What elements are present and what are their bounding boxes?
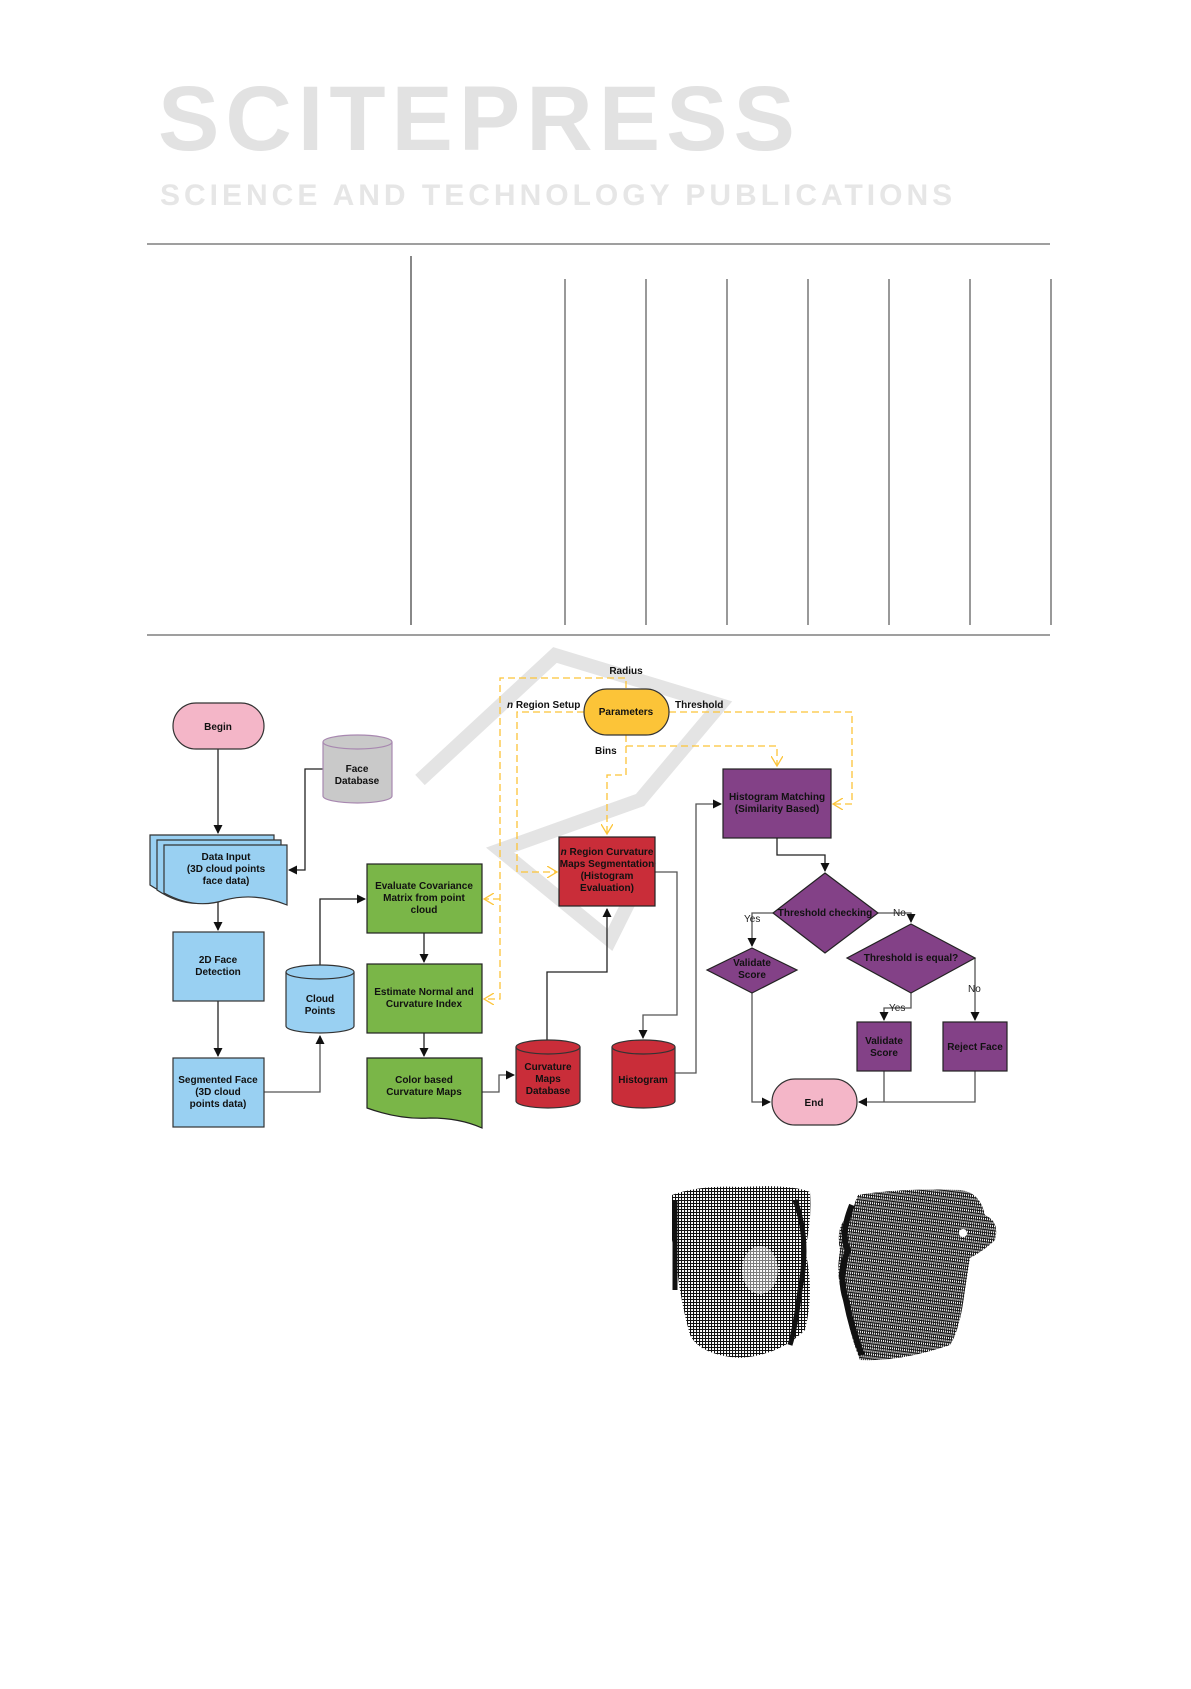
histogram-cylinder: Histogram (611, 1039, 676, 1109)
curvature-maps-database-cylinder: Curvature Maps Database (515, 1039, 581, 1109)
svg-text:(3D cloud: (3D cloud (195, 1087, 241, 1098)
svg-text:Score: Score (738, 970, 766, 981)
svg-text:Matrix from point: Matrix from point (383, 893, 465, 904)
svg-text:Maps Segmentation: Maps Segmentation (560, 859, 654, 870)
svg-text:Curvature Index: Curvature Index (386, 999, 463, 1010)
region-setup-label: n Region Setup (507, 700, 580, 711)
parameters-terminal: Parameters (583, 688, 670, 736)
bins-label: Bins (595, 746, 617, 757)
svg-text:Database: Database (335, 776, 380, 787)
watermark-main: SCITEPRESS (158, 68, 801, 170)
no-label: No (968, 984, 981, 995)
watermark-sub: SCIENCE AND TECHNOLOGY PUBLICATIONS (160, 179, 956, 212)
flow-connectors (213, 749, 980, 1107)
svg-text:Face: Face (346, 764, 369, 775)
svg-text:(Similarity Based): (Similarity Based) (735, 804, 819, 815)
histogram-matching-process: Histogram Matching (Similarity Based) (722, 768, 832, 839)
svg-text:Database: Database (526, 1086, 571, 1097)
watermark-emblem (415, 647, 733, 951)
watermark: SCITEPRESS SCIENCE AND TECHNOLOGY PUBLIC… (158, 68, 956, 212)
svg-text:face data): face data) (203, 876, 250, 887)
svg-text:Histogram Matching: Histogram Matching (729, 792, 825, 803)
end-terminal: End (771, 1078, 858, 1126)
svg-text:Histogram: Histogram (618, 1075, 668, 1086)
svg-text:Color based: Color based (395, 1075, 453, 1086)
svg-text:Estimate Normal and: Estimate Normal and (374, 987, 473, 998)
svg-text:points data): points data) (190, 1099, 247, 1110)
table-column-dividers (564, 279, 1052, 625)
face-point-cloud-profile (838, 1189, 997, 1361)
begin-terminal: Begin (172, 702, 265, 750)
svg-text:Maps: Maps (535, 1074, 561, 1085)
svg-text:Validate: Validate (733, 958, 771, 969)
reject-face-process: Reject Face (942, 1021, 1008, 1072)
data-input-documents: Data Input (3D cloud points face data) (149, 834, 288, 906)
validate-score-decision: Validate Score (705, 947, 799, 994)
region-segmentation-process: n Region Curvature Maps Segmentation (Hi… (558, 836, 656, 907)
svg-text:Data Input: Data Input (202, 852, 252, 863)
svg-text:Reject Face: Reject Face (947, 1042, 1003, 1053)
svg-text:(Histogram: (Histogram (581, 871, 634, 882)
svg-text:Threshold is equal?: Threshold is equal? (864, 953, 958, 964)
svg-text:Detection: Detection (195, 967, 241, 978)
threshold-checking-decision: Threshold checking (772, 872, 879, 954)
flowchart: Begin Face Database Data Input (3D cloud… (149, 666, 1008, 1129)
estimate-normal-process: Estimate Normal and Curvature Index (366, 963, 483, 1034)
cloud-points-cylinder: Cloud Points (285, 964, 355, 1034)
table (147, 243, 1052, 636)
face-database-cylinder: Face Database (322, 734, 393, 804)
svg-text:Cloud: Cloud (306, 994, 334, 1005)
svg-text:End: End (805, 1098, 824, 1109)
svg-text:Score: Score (870, 1048, 898, 1059)
no-label: No (893, 908, 906, 919)
color-curvature-maps-document: Color based Curvature Maps (366, 1057, 483, 1129)
threshold-equal-decision: Threshold is equal? (845, 923, 977, 994)
svg-text:Evaluation): Evaluation) (580, 883, 634, 894)
yes-label: Yes (889, 1003, 905, 1014)
svg-text:Curvature Maps: Curvature Maps (386, 1087, 462, 1098)
segmented-face-process: Segmented Face (3D cloud points data) (172, 1057, 265, 1128)
svg-text:Curvature: Curvature (524, 1062, 572, 1073)
evaluate-covariance-process: Evaluate Covariance Matrix from point cl… (366, 863, 483, 934)
svg-text:Begin: Begin (204, 722, 232, 733)
svg-text:2D Face: 2D Face (199, 955, 238, 966)
svg-text:cloud: cloud (411, 905, 438, 916)
svg-text:Evaluate Covariance: Evaluate Covariance (375, 881, 473, 892)
threshold-label: Threshold (675, 700, 723, 711)
radius-label: Radius (609, 666, 643, 677)
face-point-cloud-frontal (672, 1186, 811, 1358)
validate-score-process: Validate Score (856, 1021, 912, 1072)
svg-text:Points: Points (305, 1006, 336, 1017)
face-detection-process: 2D Face Detection (172, 931, 265, 1002)
svg-text:(3D cloud points: (3D cloud points (187, 864, 266, 875)
svg-text:Validate: Validate (865, 1036, 903, 1047)
parameter-connectors (484, 677, 853, 999)
svg-text:Threshold checking: Threshold checking (778, 908, 872, 919)
svg-text:Segmented Face: Segmented Face (178, 1075, 258, 1086)
svg-text:Parameters: Parameters (599, 707, 654, 718)
yes-label: Yes (744, 914, 760, 925)
svg-text:n Region Curvature: n Region Curvature (561, 847, 654, 858)
